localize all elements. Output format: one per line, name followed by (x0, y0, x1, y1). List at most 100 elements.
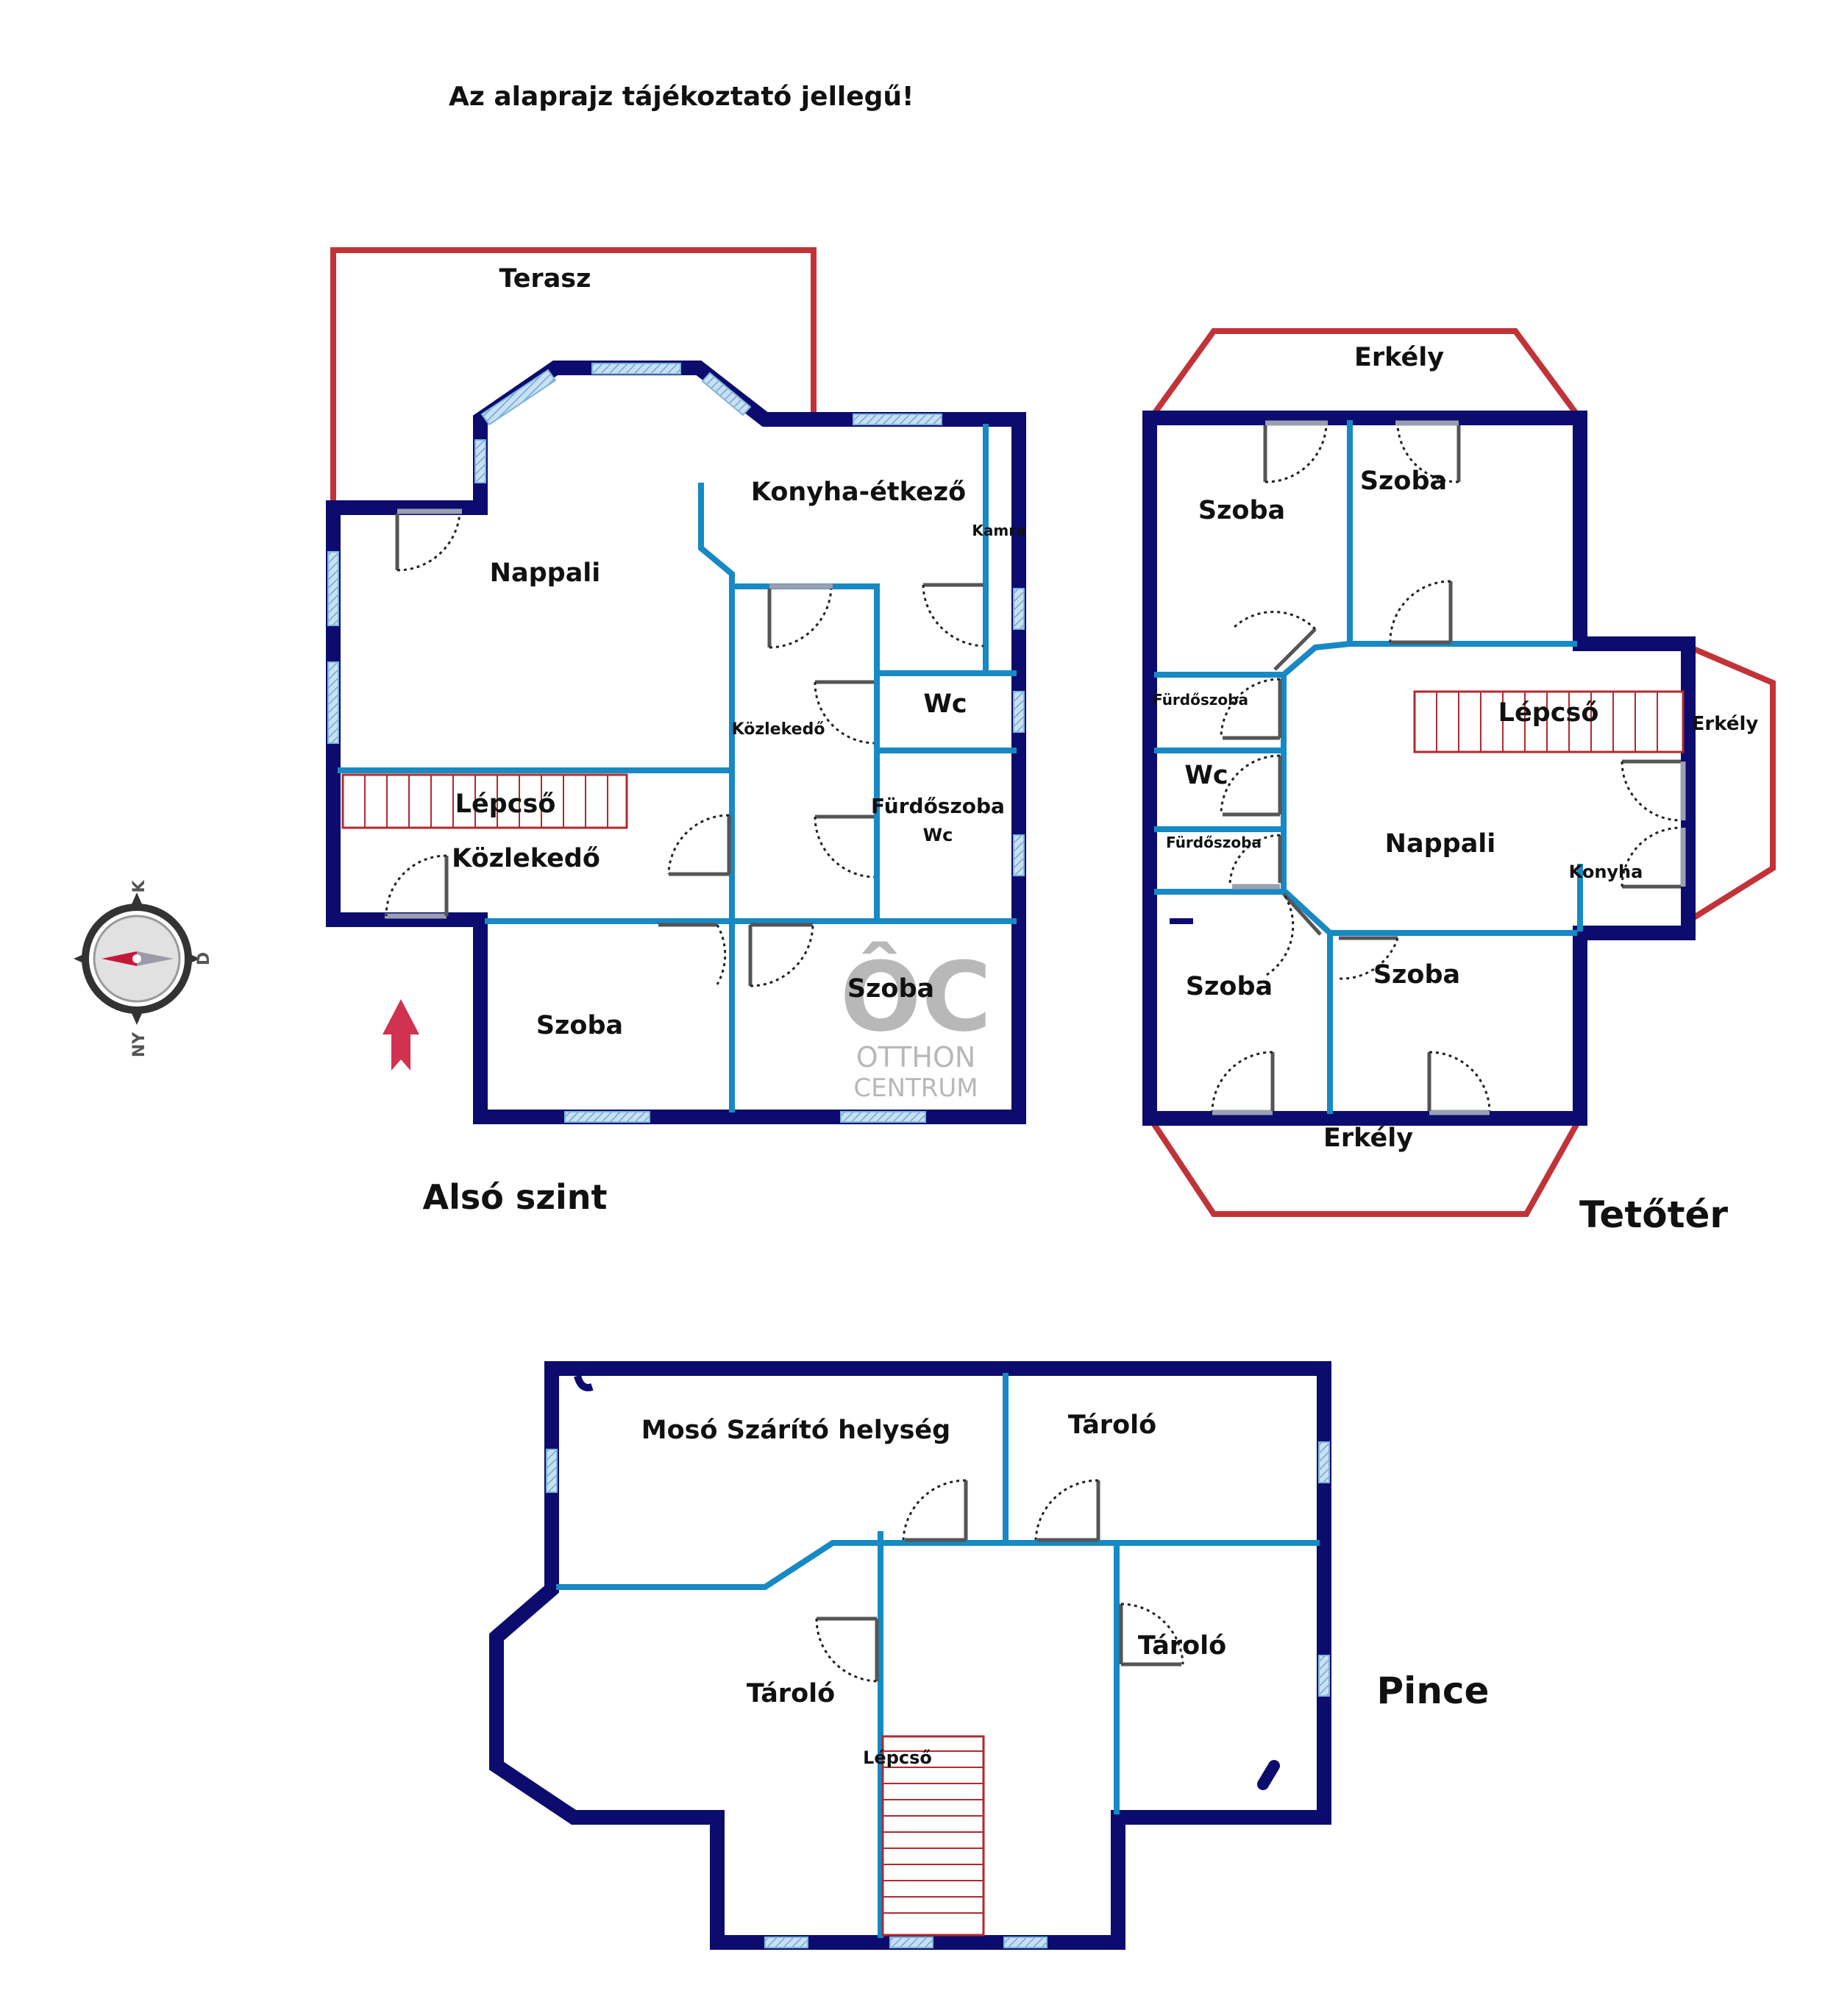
door (1621, 826, 1686, 889)
window (327, 661, 339, 744)
room-label-erkely-right: Erkély (1692, 713, 1759, 735)
pipe-detail (1257, 1760, 1280, 1790)
window (546, 1449, 558, 1493)
door (395, 508, 462, 572)
door (1395, 420, 1461, 483)
door (815, 1616, 879, 1683)
room-label-wc: Wc (1184, 761, 1228, 790)
door (1266, 892, 1322, 976)
balcony-outline-bottom (1150, 1120, 1581, 1217)
stair-steps (1436, 692, 1658, 752)
room-label-nappali: Nappali (490, 558, 601, 588)
room-label-szoba-right: Szoba (847, 974, 934, 1004)
watermark-logo: ÔC OTTHON CENTRUM (840, 941, 992, 1103)
stair-steps (364, 775, 608, 828)
room-label-nappali: Nappali (1385, 829, 1496, 859)
room-label-erkely-bottom: Erkély (1323, 1124, 1413, 1153)
room-label-kamra: Kamra (972, 522, 1025, 539)
room-label-szoba-br: Szoba (1373, 960, 1460, 990)
stair-steps (883, 1750, 983, 1914)
room-label-tarolo-top: Tároló (1068, 1410, 1156, 1440)
room-label-kozlekedo-inner: Közlekedő (732, 720, 825, 739)
door (902, 1479, 968, 1542)
window (591, 363, 681, 375)
compass-label-south: NY (130, 1032, 149, 1057)
compass-label-east: D (195, 952, 213, 965)
stairs (881, 1735, 985, 1937)
floor-title-attic: Tetőtér (1579, 1193, 1728, 1236)
door (1220, 678, 1282, 740)
inner-wall (1279, 886, 1577, 936)
pipe-detail (574, 1374, 594, 1391)
entrance-arrow-icon (383, 999, 419, 1071)
window (853, 414, 942, 425)
window (474, 439, 486, 483)
door (814, 680, 875, 745)
room-label-konyha: Konyha-étkező (751, 478, 966, 507)
inner-wall (1279, 641, 1577, 679)
room-label-moso: Mosó Szárító helység (641, 1416, 950, 1445)
window (1003, 1937, 1047, 1948)
room-label-furdoszoba: Fürdőszoba (871, 794, 1005, 818)
door (922, 583, 984, 647)
room-label-furdoszoba-1: Fürdőszoba (1153, 691, 1248, 709)
door (1220, 754, 1282, 817)
attic-outer-wall (1142, 411, 1696, 1126)
terrace-outline (330, 247, 817, 508)
window (1013, 834, 1025, 876)
stairs (341, 773, 628, 829)
door (1231, 611, 1317, 671)
door (385, 854, 449, 919)
room-label-szoba-left: Szoba (536, 1011, 623, 1040)
door (1389, 580, 1453, 645)
door (658, 923, 727, 985)
room-label-furdoszoba-2: Fürdőszoba (1166, 834, 1262, 851)
balcony-outline-right (1688, 645, 1776, 923)
balcony-outline-top (1150, 328, 1581, 418)
watermark-line1: OTTHON (856, 1041, 976, 1073)
room-label-furdoszoba-wc: Wc (923, 825, 953, 845)
door (1119, 1602, 1184, 1667)
room-label-lepcso: Lépcső (455, 789, 556, 819)
room-label-konyha: Konyha (1569, 862, 1643, 882)
window (564, 1111, 650, 1123)
window (327, 551, 339, 626)
floor-title-basement: Pince (1377, 1669, 1490, 1712)
door (1211, 1051, 1275, 1115)
room-label-terasz: Terasz (499, 264, 591, 294)
door (667, 814, 731, 876)
door (814, 814, 875, 879)
compass-label-north: K (130, 880, 149, 893)
attic-floor-plan: Erkély Szoba Szoba Fürdőszoba Wc Fürdősz… (1142, 328, 1776, 1236)
window (1318, 1655, 1330, 1697)
door (1338, 936, 1399, 980)
room-label-wc: Wc (923, 689, 967, 719)
disclaimer-notice: Az alaprajz tájékoztató jellegű! (449, 82, 914, 112)
watermark-line2: CENTRUM (853, 1073, 978, 1103)
basement-floor-plan: Mosó Szárító helység Tároló Tároló Tárol… (489, 1361, 1490, 1950)
window (889, 1937, 933, 1948)
watermark-logo-mark: ÔC (840, 941, 992, 1053)
window (701, 372, 752, 416)
room-label-kozlekedo: Közlekedő (452, 844, 600, 873)
floor-title-lower: Alsó szint (422, 1177, 607, 1217)
basement-outer-wall (489, 1361, 1331, 1950)
door (1427, 1051, 1491, 1115)
room-label-lepcso: Lépcső (863, 1747, 932, 1768)
door (1228, 834, 1282, 890)
room-label-lepcso: Lépcső (1498, 698, 1599, 728)
window (1318, 1441, 1330, 1483)
lower-floor-plan: ÔC OTTHON CENTRUM Terasz Nappali Konyha-… (326, 247, 1026, 1217)
door (1263, 420, 1328, 483)
room-label-szoba-tl: Szoba (1198, 496, 1285, 525)
inner-wall (698, 483, 735, 923)
door (748, 923, 814, 987)
window (1013, 588, 1025, 630)
door (1621, 759, 1686, 822)
room-label-szoba-bl: Szoba (1186, 972, 1273, 1001)
room-label-erkely-top: Erkély (1354, 343, 1444, 372)
door (767, 583, 833, 649)
window (1013, 691, 1025, 733)
room-label-tarolo-left: Tároló (747, 1679, 835, 1708)
